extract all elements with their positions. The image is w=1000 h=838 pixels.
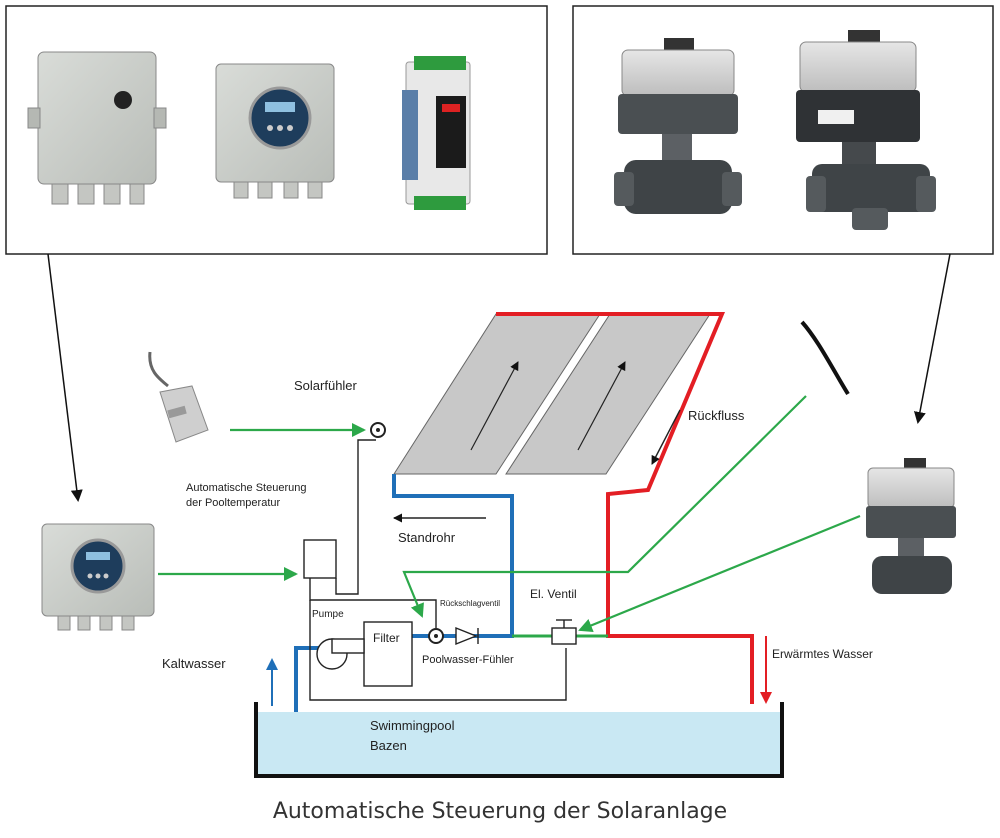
- pump-icon: [316, 638, 365, 670]
- label-cold-water: Kaltwasser: [162, 656, 226, 671]
- label-electric-valve: El. Ventil: [530, 587, 577, 601]
- motorized-ball-valve-image: [614, 38, 742, 214]
- pointer-arrow-controller: [47, 253, 83, 502]
- label-pool-water-sensor: Poolwasser-Fühler: [422, 654, 514, 666]
- controller-display-box-image: [215, 63, 335, 199]
- label-filter: Filter: [373, 631, 400, 645]
- label-return-flow: Rückfluss: [688, 408, 745, 423]
- pointer-arrow-valve: [913, 253, 951, 424]
- label-solar-sensor: Solarfühler: [294, 378, 358, 393]
- diagram-caption: Automatische Steuerung der Solaranlage: [273, 799, 727, 824]
- flow-sensor-cable-image: [800, 320, 850, 396]
- controller-box-image: [27, 51, 167, 205]
- label-controller-line1: Automatische Steuerung: [186, 482, 306, 494]
- label-pump: Pumpe: [312, 609, 344, 620]
- hot-water-return-pipe: [496, 312, 754, 704]
- din-rail-module-image: [402, 56, 471, 210]
- riser-pipe: [392, 474, 514, 638]
- label-check-valve: Rückschlagventil: [440, 599, 500, 608]
- label-pool-name: Swimmingpool: [370, 718, 455, 733]
- label-controller-line2: der Pooltemperatur: [186, 497, 280, 509]
- swimming-pool: [254, 702, 784, 778]
- label-pool-name-translation: Bazen: [370, 738, 407, 753]
- electric-valve-icon: [551, 619, 577, 645]
- valve-actuator-image: [866, 458, 956, 594]
- three-way-motorized-valve-image: [796, 30, 936, 230]
- controller-unit: [303, 539, 337, 579]
- return-flow-arrow: [651, 409, 681, 465]
- label-warm-water: Erwärmtes Wasser: [772, 647, 873, 661]
- filter-unit: [363, 621, 413, 687]
- signal-arrows: [158, 395, 861, 632]
- label-standpipe: Standrohr: [398, 530, 456, 545]
- temperature-controller-image: [41, 523, 155, 631]
- control-wiring: [309, 439, 567, 701]
- solar-collector-panels: [393, 313, 711, 475]
- solar-sensor-image: [148, 351, 209, 443]
- check-valve-icon: [455, 626, 479, 646]
